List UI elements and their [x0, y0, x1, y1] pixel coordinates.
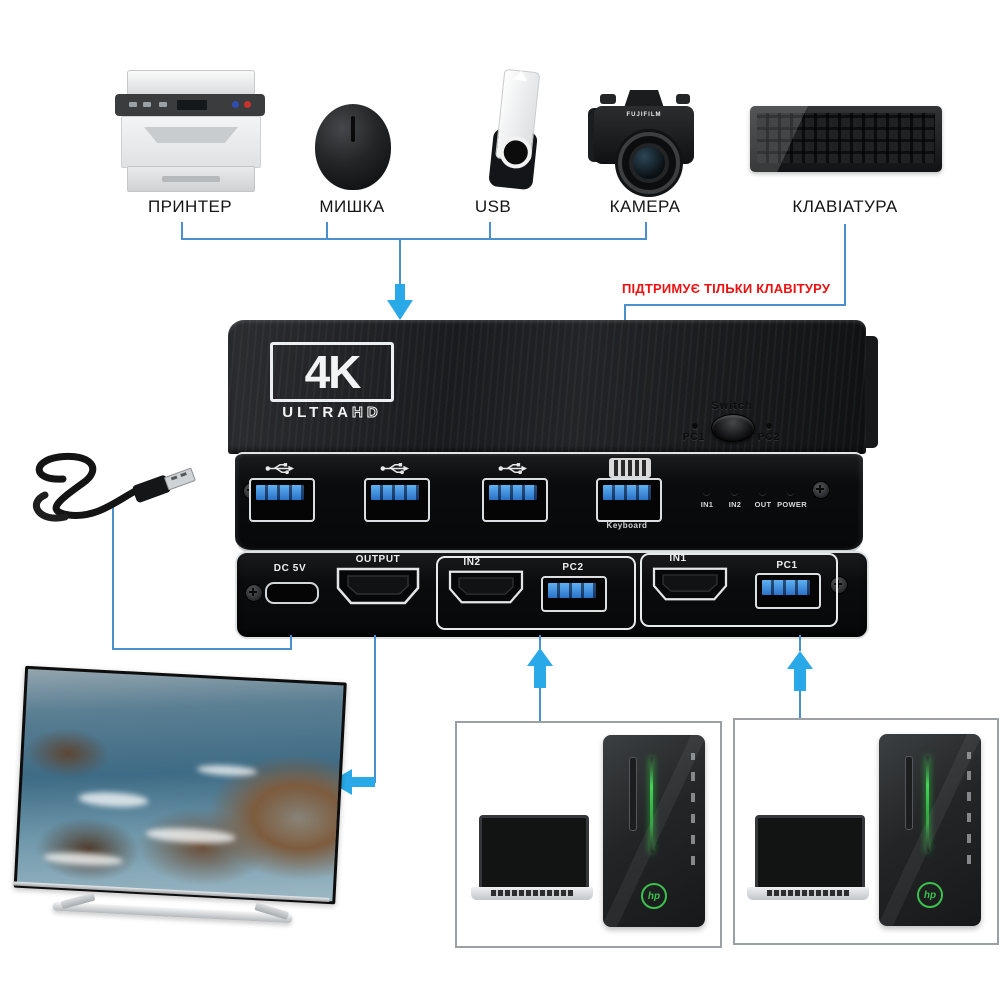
- usb-port-3: [482, 478, 548, 522]
- led-label-in1: IN1: [700, 500, 714, 509]
- hp-tower-image: hp: [603, 735, 705, 927]
- 4k-logo-box: 4K: [270, 342, 394, 402]
- led-label-in2: IN2: [728, 500, 742, 509]
- camera-image: FUJIFILM: [588, 78, 700, 194]
- logo-hd: HD: [352, 404, 382, 422]
- usb-port-1: [249, 478, 315, 522]
- dc-5v-label: DC 5V: [273, 563, 307, 574]
- screw-rear-left: [245, 584, 263, 602]
- connector-tick-printer: [181, 222, 183, 239]
- led-in2: [731, 488, 738, 495]
- hp-logo: hp: [917, 882, 943, 908]
- ultra-hd-logo-text: ULTRAHD: [268, 404, 396, 422]
- camera-brand-text: FUJIFILM: [626, 112, 662, 118]
- usb-port-2: [364, 478, 430, 522]
- connector-tick-mouse: [326, 222, 328, 239]
- led-label-out: OUT: [754, 500, 772, 509]
- pc2-arrow-shaft: [534, 666, 546, 688]
- pc2-label: PC2: [562, 562, 584, 573]
- pc1-line-bottom: [799, 691, 801, 718]
- dc-line-to-cable: [112, 507, 114, 650]
- switch-rocker-button: [711, 414, 755, 442]
- led-label-power: POWER: [777, 500, 807, 509]
- pc1-arrow-shaft: [794, 669, 806, 691]
- connector-tick-usb: [489, 222, 491, 239]
- screw-front-right: [812, 481, 830, 499]
- hdmi-output-port: [336, 567, 420, 605]
- hdmi-in2-port: [448, 570, 524, 604]
- keyboard-port-icon: [609, 458, 651, 478]
- keyboard-image: [750, 106, 942, 172]
- pc1-port-group-outline: [640, 553, 838, 627]
- printer-body: [121, 116, 261, 168]
- pc1-computer-box: hp: [733, 718, 999, 945]
- label-mouse: МИШКА: [319, 197, 385, 216]
- pc1-label: PC1: [776, 560, 798, 571]
- label-usb: USB: [474, 197, 512, 216]
- usb-hub-arrow-shaft: [395, 284, 405, 301]
- pc1-arrow-up-icon: [787, 651, 813, 669]
- keyboard-usb-port: [596, 478, 662, 522]
- pc2-arrow-up-icon: [527, 648, 553, 666]
- connector-stem: [399, 240, 401, 284]
- label-keyboard: КЛАВІАТУРА: [792, 197, 898, 216]
- printer-image: [115, 68, 265, 192]
- keyboard-only-note: ПІДТРИМУЄ ТІЛЬКИ КЛАВІТУРУ: [622, 281, 831, 296]
- keyboard-line-vertical: [844, 224, 846, 306]
- pc2-line-bottom: [539, 688, 541, 721]
- dc-line-horizontal: [112, 648, 292, 650]
- led-power: [787, 488, 794, 495]
- connector-tick-camera: [645, 222, 647, 239]
- pc2-indicator-dot: [766, 423, 772, 429]
- screw-rear-right: [830, 576, 848, 594]
- led-in1: [703, 488, 710, 495]
- printer-paper-tray: [127, 166, 255, 192]
- dc-line-drop: [290, 635, 292, 650]
- tv-image: [5, 656, 352, 961]
- 4k-logo-text: 4K: [304, 346, 362, 398]
- usb-hub-arrow-down-icon: [387, 300, 413, 320]
- pc2-computer-box: hp: [455, 721, 722, 948]
- pc2-port-group-outline: [436, 556, 636, 630]
- label-camera: КАМЕРА: [609, 197, 681, 216]
- camera-lens: [618, 132, 680, 194]
- keyboard-port-label: Keyboard: [606, 521, 648, 530]
- pc2-line-top: [539, 635, 541, 649]
- in1-label: IN1: [669, 553, 687, 564]
- usb-flash-drive-image: [472, 67, 554, 196]
- mouse-image: [315, 104, 391, 190]
- kvm-front-face: [235, 452, 863, 553]
- label-printer: ПРИНТЕР: [148, 197, 232, 216]
- pc1-indicator-dot: [692, 423, 698, 429]
- switch-pc2-label: PC2: [757, 432, 781, 443]
- printer-lid: [127, 70, 255, 96]
- pc1-line-top: [799, 635, 801, 651]
- keyboard-line-horizontal: [624, 304, 846, 306]
- hp-logo: hp: [641, 883, 667, 909]
- tv-arrow-shaft: [351, 777, 375, 787]
- usb-trident-icon: [380, 463, 410, 475]
- pc1-usb-port: [755, 573, 821, 609]
- usb-trident-icon: [265, 463, 295, 475]
- switch-label: Switch: [711, 400, 753, 412]
- in2-label: IN2: [463, 557, 481, 568]
- printer-control-panel: [115, 94, 265, 116]
- usb-cable-image: [32, 452, 196, 522]
- pc2-usb-port: [541, 576, 607, 612]
- switch-pc1-label: PC1: [682, 432, 706, 443]
- kvm-side-tab: [862, 336, 878, 448]
- hp-tower-image: hp: [879, 734, 981, 926]
- hdmi-in1-port: [652, 567, 728, 601]
- dc-5v-usbc-port: [265, 582, 319, 604]
- laptop-image: [471, 815, 593, 905]
- connector-bus-line: [181, 238, 647, 240]
- led-out: [759, 488, 766, 495]
- tv-bezel: [13, 665, 347, 905]
- logo-ultra: ULTRA: [282, 404, 353, 421]
- output-line-vertical: [374, 635, 376, 783]
- laptop-image: [747, 815, 869, 905]
- tv-screen: [16, 668, 344, 902]
- usb-trident-icon: [498, 463, 528, 475]
- output-label: OUTPUT: [355, 554, 401, 565]
